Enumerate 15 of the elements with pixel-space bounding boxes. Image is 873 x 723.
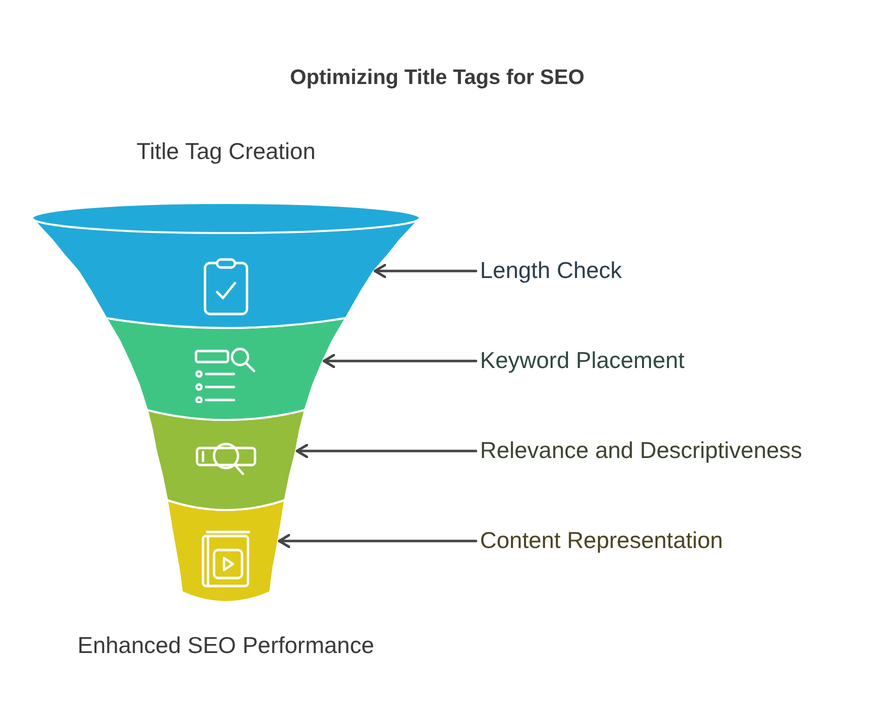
step-label: Keyword Placement [480, 347, 685, 375]
funnel-segment [166, 499, 286, 604]
arrow [374, 264, 478, 278]
funnel-segment [146, 409, 306, 512]
funnel-segment [105, 317, 347, 422]
arrow [296, 444, 478, 458]
funnel-segment [31, 202, 421, 330]
title: Optimizing Title Tags for SEO [290, 64, 584, 90]
step-label: Content Representation [480, 527, 723, 555]
step-label: Length Check [480, 257, 622, 285]
step-label: Relevance and Descriptiveness [480, 437, 802, 465]
stage-label: Title Tag Creation [136, 138, 316, 166]
arrow [278, 534, 478, 548]
arrow [322, 354, 478, 368]
stage-label: Enhanced SEO Performance [78, 632, 374, 660]
